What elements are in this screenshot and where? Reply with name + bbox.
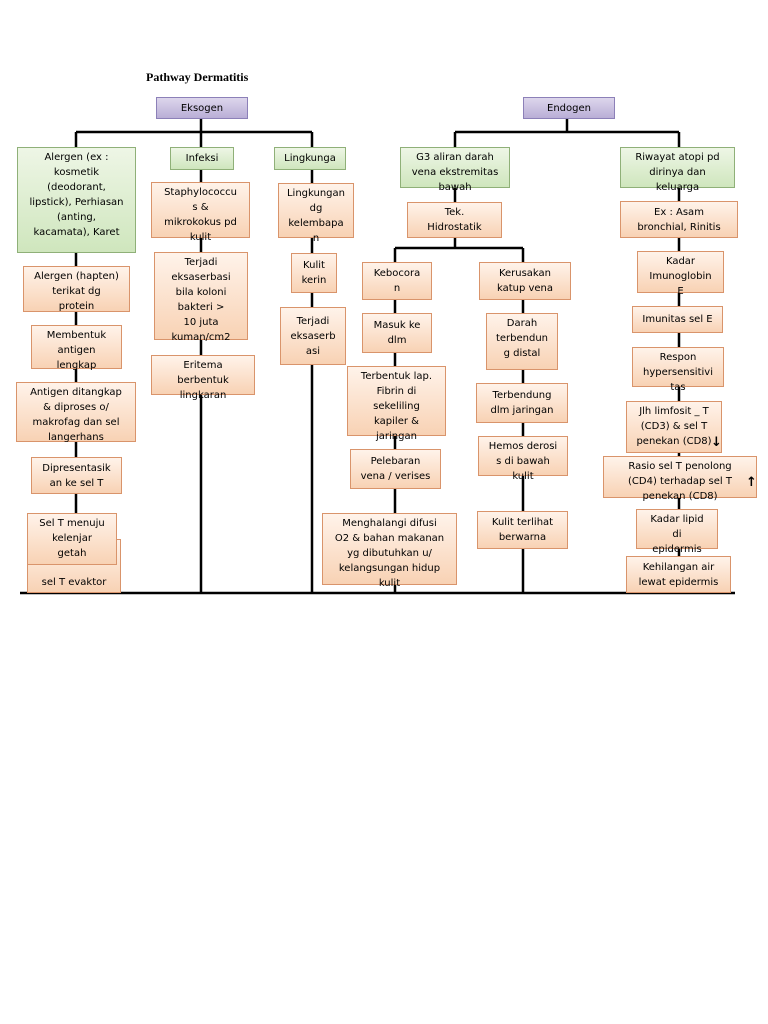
- col4-left-step-5: Menghalangi difusi O2 & bahan makanan yg…: [322, 513, 457, 589]
- col5-step-3: Imunitas sel E: [632, 306, 723, 333]
- col2-step-2: Terjadi eksaserbasi bila koloni bakteri …: [154, 252, 248, 343]
- diagram-title: Pathway Dermatitis: [146, 70, 249, 84]
- col4-left-step-4: Pelebaran vena / verises: [350, 449, 441, 489]
- hydrostatic-box: Tek. Hidrostatik: [407, 202, 502, 238]
- col4-left-step-1: Kebocora n: [362, 262, 432, 300]
- col1-step-2: Membentuk antigen lengkap: [31, 325, 122, 371]
- root-exogen: Eksogen: [156, 97, 248, 119]
- allergen-head: Alergen (ex : kosmetik (deodorant, lipst…: [17, 147, 136, 253]
- col3-step-1: Lingkungan dg kelembapa n: [278, 183, 354, 244]
- col5-step-5: Jlh limfosit _ T (CD3) & sel T penekan (…: [626, 401, 722, 453]
- col1-step-4: Dipresentasik an ke sel T: [31, 457, 122, 494]
- col5-step-4: Respon hypersensitivi tas: [632, 347, 724, 393]
- col4-right-step-2: Darah terbendun g distal: [486, 313, 558, 370]
- col4-left-step-3: Terbentuk lap. Fibrin di sekeliling kapi…: [347, 366, 446, 442]
- col5-step-1: Ex : Asam bronchial, Rinitis: [620, 201, 738, 238]
- col2-step-3: Eritema berbentuk lingkaran: [151, 355, 255, 401]
- col3-step-3: Terjadi eksaserb asi: [280, 307, 346, 365]
- col5-step-7: Kadar lipid di epidermis: [636, 509, 718, 555]
- arrow-up-icon: ↑: [746, 475, 757, 490]
- atopy-head: Riwayat atopi pd dirinya dan keluarga: [620, 147, 735, 193]
- arrow-down-icon: ↓: [711, 435, 722, 450]
- col4-left-step-2: Masuk ke dlm: [362, 313, 432, 353]
- col2-step-1: Staphylococcu s & mikrokokus pd kulit: [151, 182, 250, 243]
- col1-step-3: Antigen ditangkap & diproses o/ makrofag…: [16, 382, 136, 443]
- infection-head: Infeksi: [170, 147, 234, 170]
- col5-step-2: Kadar Imunoglobin E: [637, 251, 724, 297]
- col5-step-8: Kehilangan air lewat epidermis: [626, 556, 731, 593]
- col4-right-step-3: Terbendung dlm jaringan: [476, 383, 568, 423]
- environment-head: Lingkunga: [274, 147, 346, 170]
- col1-step-1: Alergen (hapten) terikat dg protein: [23, 266, 130, 312]
- root-endogen: Endogen: [523, 97, 615, 119]
- col1-step-5: Sel T menuju kelenjar getah: [27, 513, 117, 565]
- col5-step-6: Rasio sel T penolong (CD4) terhadap sel …: [603, 456, 757, 502]
- venous-flow-head: G3 aliran darah vena ekstremitas bawah: [400, 147, 510, 193]
- col4-right-step-4: Hemos derosi s di bawah kulit: [478, 436, 568, 482]
- col4-right-step-5: Kulit terlihat berwarna: [477, 511, 568, 549]
- col3-step-2: Kulit kerin: [291, 253, 337, 293]
- col4-right-step-1: Kerusakan katup vena: [479, 262, 571, 300]
